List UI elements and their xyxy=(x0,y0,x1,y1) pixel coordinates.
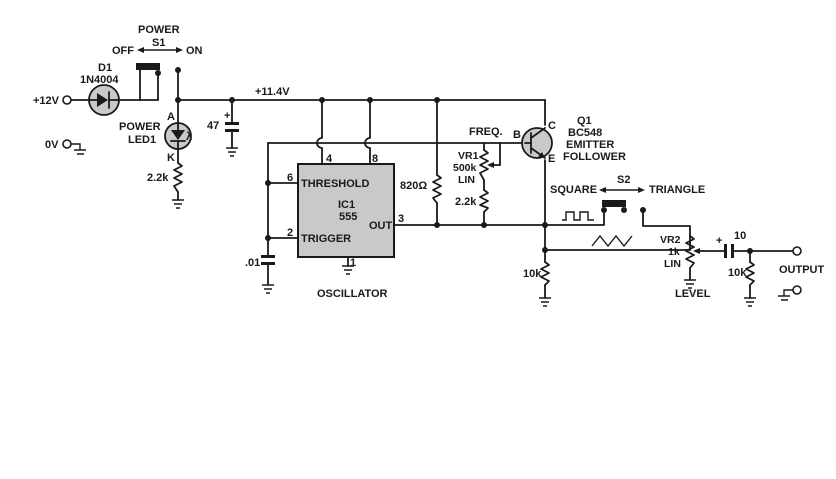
ground-symbols xyxy=(172,147,756,307)
diode-d1 xyxy=(88,84,120,116)
label-cap47-plus: + xyxy=(224,110,230,122)
label-pin1: 1 xyxy=(350,257,356,269)
label-r820: 820Ω xyxy=(400,180,427,192)
label-on: ON xyxy=(186,45,203,57)
label-cap10-plus: + xyxy=(716,235,722,247)
resistor-vr1-2k2 xyxy=(479,189,489,213)
square-wave-icon xyxy=(562,211,594,221)
label-square: SQUARE xyxy=(550,184,597,196)
label-s2: S2 xyxy=(617,174,630,186)
capacitor-47uf xyxy=(225,122,239,132)
label-pin4: 4 xyxy=(326,153,333,165)
resistor-output-10k xyxy=(745,261,755,286)
label-vr2: VR2 xyxy=(660,234,681,246)
label-pin8: 8 xyxy=(372,153,378,165)
label-oscillator: OSCILLATOR xyxy=(317,288,388,300)
transistor-q1 xyxy=(521,127,553,159)
label-cap01: .01 xyxy=(245,257,260,269)
label-vr1: VR1 xyxy=(458,150,479,162)
label-r-led: 2.2k xyxy=(147,172,169,184)
label-vr1-val: 500k xyxy=(453,162,477,174)
label-q-c: C xyxy=(548,120,556,132)
label-q-e: E xyxy=(548,153,555,165)
switch-s1[interactable] xyxy=(136,47,183,101)
output-ground-terminal[interactable] xyxy=(778,285,802,301)
wires xyxy=(70,69,794,299)
label-led-lambda: λ xyxy=(186,131,192,143)
label-ic-part: 555 xyxy=(339,211,357,223)
label-pin3: 3 xyxy=(398,213,404,225)
text-labels: POWER S1 OFF ON D1 1N4004 +12V 0V +11.4V… xyxy=(33,24,825,300)
potentiometer-vr2[interactable] xyxy=(685,235,705,269)
label-trigger: TRIGGER xyxy=(301,233,351,245)
label-q-b: B xyxy=(513,129,521,141)
label-ic-out: OUT xyxy=(369,220,393,232)
input-terminal-0v[interactable] xyxy=(62,139,86,155)
label-vr2-type: LIN xyxy=(664,258,681,270)
label-plus12v: +12V xyxy=(33,95,60,107)
label-level: LEVEL xyxy=(675,288,711,300)
label-led-k: K xyxy=(167,152,175,164)
label-r-vr1: 2.2k xyxy=(455,196,477,208)
label-s1: S1 xyxy=(152,37,165,49)
label-rail-voltage: +11.4V xyxy=(255,86,290,98)
triangle-wave-icon xyxy=(591,234,633,248)
label-cap10: 10 xyxy=(734,230,746,242)
label-q1-part: BC548 xyxy=(568,127,602,139)
label-led-power: POWER xyxy=(119,121,161,133)
label-q1: Q1 xyxy=(577,115,592,127)
input-terminal-12v[interactable] xyxy=(62,95,72,105)
label-0v: 0V xyxy=(45,139,59,151)
label-off: OFF xyxy=(112,45,134,57)
output-terminal[interactable] xyxy=(792,246,802,256)
resistor-emitter-10k xyxy=(540,261,550,286)
label-d1-part: 1N4004 xyxy=(80,74,119,86)
label-led-a: A xyxy=(167,111,175,123)
junction-dots xyxy=(175,97,753,254)
ic-555 xyxy=(297,163,395,258)
label-ic-name: IC1 xyxy=(338,199,355,211)
label-cap47: 47 xyxy=(207,120,219,132)
label-r-out: 10k xyxy=(728,267,747,279)
label-vr1-type: LIN xyxy=(458,174,475,186)
resistor-820 xyxy=(432,174,442,204)
potentiometer-vr1[interactable] xyxy=(479,149,501,181)
label-threshold: THRESHOLD xyxy=(301,178,370,190)
label-d1: D1 xyxy=(98,62,112,74)
label-led-name: LED1 xyxy=(128,134,156,146)
label-pin2: 2 xyxy=(287,227,293,239)
label-q1-role1: EMITTER xyxy=(566,139,614,151)
label-power-title: POWER xyxy=(138,24,180,36)
label-output: OUTPUT xyxy=(779,264,825,276)
label-pin6: 6 xyxy=(287,172,293,184)
led-power xyxy=(164,122,192,150)
label-freq: FREQ. xyxy=(469,126,503,138)
resistor-led-2k2 xyxy=(173,162,183,193)
label-q1-role2: FOLLOWER xyxy=(563,151,626,163)
label-vr2-val: 1k xyxy=(668,246,680,258)
label-triangle: TRIANGLE xyxy=(649,184,705,196)
label-r-emitter: 10k xyxy=(523,268,542,280)
capacitor-001 xyxy=(261,255,275,265)
capacitor-10uf xyxy=(724,244,734,258)
switch-s2[interactable] xyxy=(599,187,646,213)
